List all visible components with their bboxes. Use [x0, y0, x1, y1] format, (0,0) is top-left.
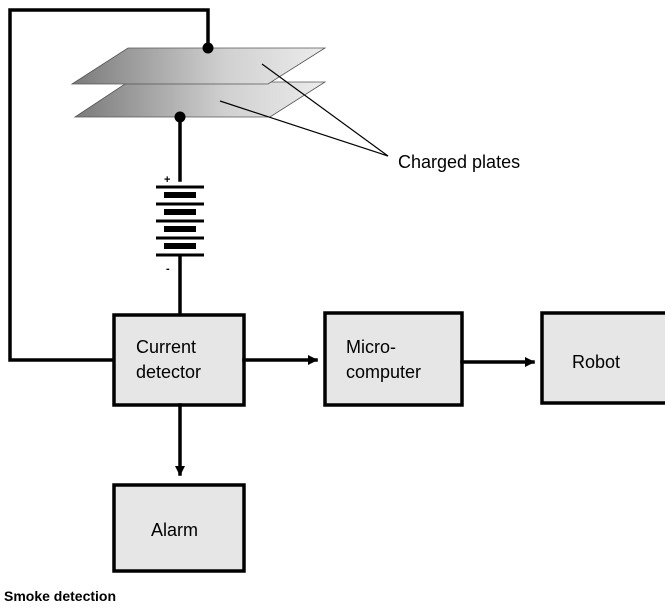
figure-caption: Smoke detection [4, 588, 117, 604]
lower-charged-plate [73, 81, 327, 118]
microcomputer-box [323, 311, 464, 407]
alarm-box [112, 483, 246, 573]
microcomputer-label-line1: Micro- [346, 337, 396, 357]
robot-label: Robot [572, 352, 620, 372]
battery-plus-sign: + [164, 174, 170, 186]
alarm-label: Alarm [151, 520, 198, 540]
pointer-line-lower [219, 100, 389, 157]
loop-wire [8, 8, 210, 362]
upper-charged-plate [70, 47, 327, 85]
battery-minus-sign: - [166, 263, 170, 275]
current-detector-label-line2: detector [136, 362, 201, 382]
pointer-line-upper [261, 63, 389, 157]
charged-plates-label: Charged plates [398, 152, 520, 172]
microcomputer-label-line2: computer [346, 362, 421, 382]
robot-box [540, 311, 665, 405]
top-plate-connection-dot [202, 42, 214, 54]
current-detector-label-line1: Current [136, 337, 196, 357]
battery [156, 185, 204, 257]
current-detector-box [112, 313, 246, 407]
